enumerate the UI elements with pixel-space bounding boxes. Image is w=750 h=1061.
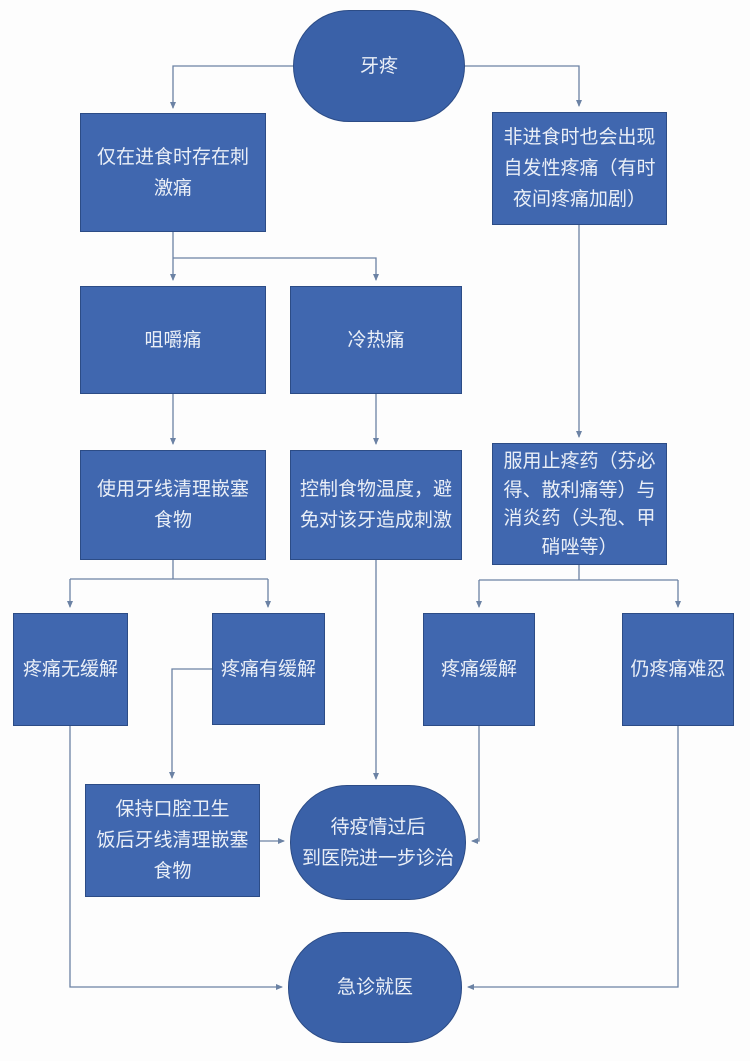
node-spontaneous-pain-label: 自发性疼痛（有时 [503,157,656,180]
edge-toothache-stimulus-pain [170,65,293,109]
node-control-temp: 控制食物温度，避 免对该牙造成刺激 [290,450,462,560]
edge-pain-not-relieved-emergency [69,726,283,990]
node-oral-hygiene-label: 食物 [153,859,192,882]
edge-toothache-spontaneous-pain [465,65,582,107]
node-oral-hygiene: 保持口腔卫生 饭后牙线清理嵌塞 食物 [85,784,260,897]
node-toothache: 牙疼 [293,10,465,122]
node-hospital-later: 待疫情过后 到医院进一步诊治 [290,785,466,900]
edge-take-medicine-split [479,565,678,581]
node-stimulus-pain: 仅在进食时存在刺 激痛 [80,113,266,232]
node-spontaneous-pain-label: 夜间疼痛加剧） [512,187,646,210]
node-floss-food-label: 使用牙线清理嵌塞 [96,478,249,501]
node-pain-relieved-label: 疼痛有缓解 [220,657,316,680]
node-take-medicine-label: 消炎药（头孢、甲 [503,507,656,529]
edge-floss-food-split [70,560,268,580]
node-chewing-pain-label: 咀嚼痛 [144,328,202,351]
node-thermal-pain: 冷热痛 [290,286,462,394]
node-control-temp-label: 控制食物温度，避 [299,478,452,501]
node-take-medicine-label: 硝唑等） [541,535,618,558]
node-pain-unbearable: 仍疼痛难忍 [622,613,734,726]
node-spontaneous-pain-label: 非进食时也会出现 [503,126,656,149]
node-pain-relieved: 疼痛有缓解 [212,613,325,725]
node-pain-unbearable-label: 仍疼痛难忍 [630,658,726,681]
node-take-medicine-label: 服用止疼药（芬必 [503,450,656,472]
node-emergency: 急诊就医 [288,932,462,1043]
node-stimulus-pain-label: 激痛 [153,176,192,199]
edge-pain-unbearable-emergency [467,726,679,990]
node-med-pain-relieved: 疼痛缓解 [423,613,535,726]
node-pain-not-relieved-label: 疼痛无缓解 [22,658,118,681]
node-control-temp-label: 免对该牙造成刺激 [299,509,452,531]
node-hospital-later-label: 待疫情过后 [330,815,426,838]
node-emergency-label: 急诊就医 [336,976,413,999]
node-pain-not-relieved: 疼痛无缓解 [13,613,128,726]
node-med-pain-relieved-label: 疼痛缓解 [440,658,517,681]
node-oral-hygiene-label: 保持口腔卫生 [115,798,230,821]
node-spontaneous-pain: 非进食时也会出现 自发性疼痛（有时 夜间疼痛加剧） [492,112,667,225]
edge-stimulus-pain-thermal-pain [173,257,379,281]
node-floss-food-label: 食物 [153,509,192,531]
node-chewing-pain: 咀嚼痛 [80,286,266,394]
edge-pain-relieved-oral-hygiene [169,668,212,779]
node-thermal-pain-label: 冷热痛 [347,328,405,351]
node-oral-hygiene-label: 饭后牙线清理嵌塞 [96,829,249,852]
node-floss-food: 使用牙线清理嵌塞 食物 [80,450,266,560]
node-hospital-later-label: 到医院进一步诊治 [301,846,454,869]
node-toothache-label: 牙疼 [359,54,398,77]
edge-med-pain-relieved-hospital-later [471,726,480,844]
node-stimulus-pain-label: 仅在进食时存在刺 [96,145,249,168]
node-take-medicine: 服用止疼药（芬必 得、散利痛等）与 消炎药（头孢、甲 硝唑等） [492,443,667,565]
node-take-medicine-label: 得、散利痛等）与 [503,478,656,501]
